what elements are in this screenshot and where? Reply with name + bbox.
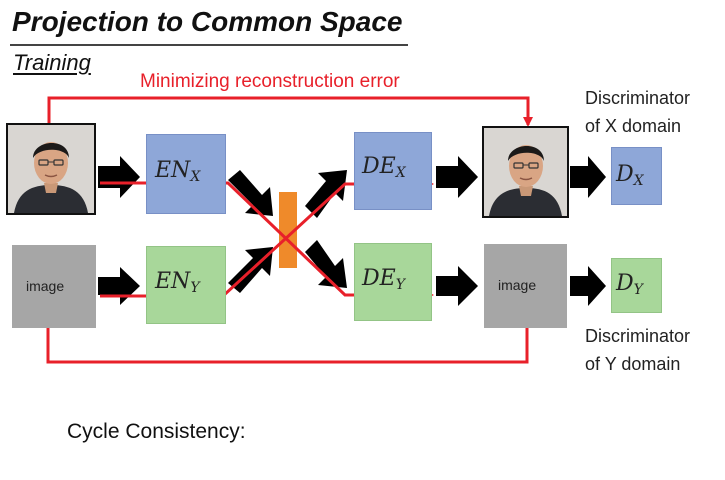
encoder-x	[146, 134, 226, 214]
discriminator-y-caption-line2: of Y domain	[585, 354, 681, 374]
cycle-consistency-label: Cycle Consistency:	[67, 420, 246, 443]
discriminator-x	[611, 147, 662, 205]
arrow-image-to-eny	[98, 267, 140, 305]
arrow-bar-to-dey	[305, 240, 347, 288]
discriminator-y-label: DY	[616, 271, 643, 298]
discriminator-y-caption-line1: Discriminator	[585, 326, 691, 346]
image-label: image	[26, 278, 65, 294]
discriminator-y	[611, 258, 662, 313]
encoder-y-label: ENY	[155, 269, 200, 296]
discriminator-x-caption: Discriminator of X domain	[585, 84, 690, 140]
encoder-y	[146, 246, 226, 324]
reconstructed-image-y: image	[484, 244, 567, 328]
discriminator-x-label: DX	[616, 162, 644, 189]
discriminator-y-caption: Discriminator of Y domain	[585, 322, 690, 378]
person-photo-icon	[8, 125, 94, 213]
arrow-dex-to-photo	[436, 156, 478, 198]
encoder-x-label: ENX	[155, 158, 201, 185]
reconstruction-error-label: Minimizing reconstruction error	[140, 71, 400, 92]
input-photo-x	[6, 123, 96, 215]
discriminator-x-caption-line2: of X domain	[585, 116, 682, 136]
arrow-bar-to-dex	[305, 170, 347, 218]
input-image-y: image	[12, 245, 96, 328]
reconstructed-photo-x	[482, 126, 569, 218]
decoder-y	[354, 243, 432, 321]
arrow-image-to-dy	[570, 266, 606, 306]
arrow-enx-to-bar	[228, 170, 273, 216]
arrow-dey-to-image	[436, 266, 478, 306]
reconstruction-loop-top	[47, 96, 533, 127]
title-underline	[10, 44, 408, 46]
slide-title: Projection to Common Space	[12, 6, 403, 37]
decoder-x-label: DEX	[362, 154, 406, 181]
discriminator-x-caption-line1: Discriminator	[585, 88, 691, 108]
decoder-y-label: DEY	[362, 266, 405, 293]
decoder-x	[354, 132, 432, 210]
arrow-photo-to-enx	[98, 156, 140, 198]
cycle-loop-bottom	[43, 304, 529, 364]
image-label: image	[498, 277, 537, 293]
slide-subtitle: Training	[13, 50, 91, 75]
arrow-photo-to-dx	[570, 156, 606, 198]
person-photo-icon	[484, 128, 567, 216]
latent-code-bar	[279, 192, 297, 268]
